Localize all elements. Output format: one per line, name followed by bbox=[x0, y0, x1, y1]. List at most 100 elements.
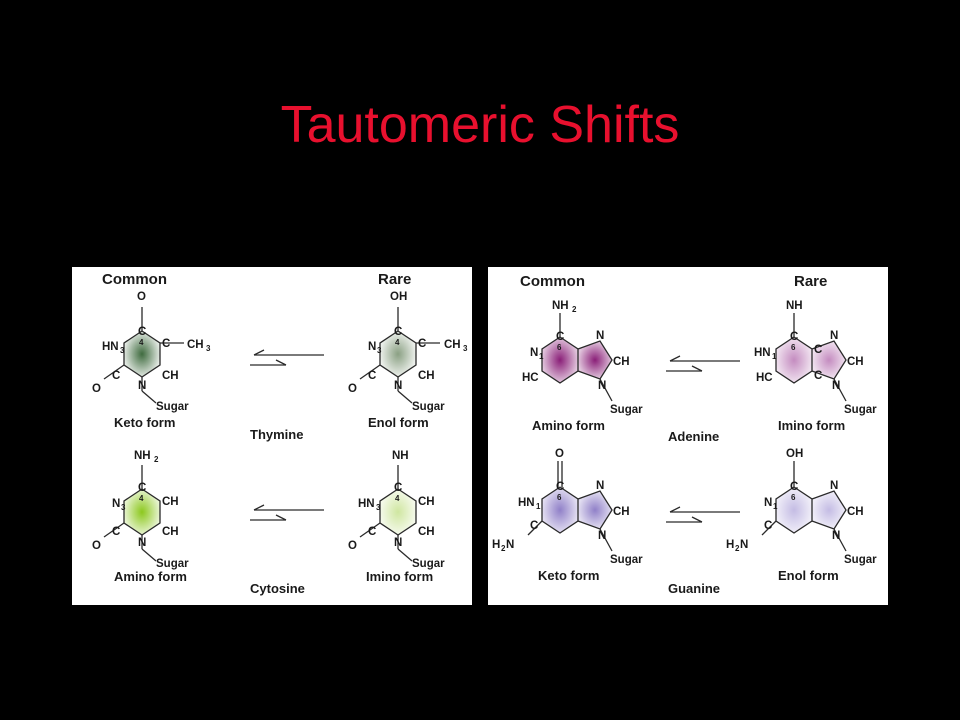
thymine-enol-ring bbox=[380, 331, 416, 377]
atom-ch: CH bbox=[162, 526, 179, 538]
pyrimidine-common-header: Common bbox=[102, 271, 167, 288]
adenine-amino-ring5 bbox=[578, 341, 612, 379]
atom-ch: CH bbox=[847, 506, 864, 518]
atom-ch: CH bbox=[162, 496, 179, 508]
thymine-keto-structure: O C 4 C CH 3 HN 3 CH C O N Sugar bbox=[92, 291, 211, 413]
atom-n: N bbox=[832, 380, 840, 392]
atom-n: N bbox=[368, 341, 376, 353]
atom-c: C bbox=[162, 338, 170, 350]
atom-sub-1: 1 bbox=[539, 352, 544, 361]
atom-oh: OH bbox=[786, 448, 803, 460]
atom-n: N bbox=[830, 480, 838, 492]
atom-ch: CH bbox=[418, 526, 435, 538]
sugar-label: Sugar bbox=[844, 404, 877, 416]
purine-diagram: Common Rare NH 2 C 6 N 1 HC N CH N Sugar… bbox=[492, 273, 877, 596]
guanine-keto-ring6 bbox=[542, 487, 578, 533]
atom-h2n: H bbox=[726, 539, 734, 551]
atom-c: C bbox=[368, 370, 376, 382]
atom-c: C bbox=[112, 526, 120, 538]
pyrimidine-panel: Common Rare O C 4 C CH 3 HN 3 CH C O N S… bbox=[72, 267, 472, 605]
guanine-rare-form: Enol form bbox=[778, 568, 839, 583]
atom-sub-3: 3 bbox=[463, 344, 468, 353]
sugar-label: Sugar bbox=[412, 558, 445, 570]
cytosine-common-form: Amino form bbox=[114, 569, 187, 584]
thymine-keto-ring bbox=[124, 331, 160, 377]
atom-sub-1: 1 bbox=[773, 502, 778, 511]
atom-n: N bbox=[138, 380, 146, 392]
thymine-rare-form: Enol form bbox=[368, 415, 429, 430]
atom-sub-3: 3 bbox=[206, 344, 211, 353]
atom-sub-2: 2 bbox=[735, 544, 740, 553]
atom-c: C bbox=[394, 326, 402, 338]
sugar-label: Sugar bbox=[412, 401, 445, 413]
atom-sub-6: 6 bbox=[791, 343, 796, 352]
atom-c: C bbox=[394, 482, 402, 494]
atom-n: N bbox=[830, 330, 838, 342]
cytosine-name: Cytosine bbox=[250, 581, 305, 596]
atom-n: N bbox=[598, 530, 606, 542]
atom-sub-2: 2 bbox=[154, 455, 159, 464]
atom-ch: CH bbox=[162, 370, 179, 382]
thymine-equilibrium-arrows bbox=[250, 349, 324, 366]
atom-c: C bbox=[556, 331, 564, 343]
adenine-imino-structure: NH C 6 HN 1 HC C C N CH N Sugar bbox=[754, 300, 877, 416]
atom-sub-1: 1 bbox=[772, 352, 777, 361]
slide-title: Tautomeric Shifts bbox=[280, 96, 680, 154]
guanine-common-form: Keto form bbox=[538, 568, 599, 583]
atom-sub-6: 6 bbox=[557, 343, 562, 352]
atom-c: C bbox=[556, 481, 564, 493]
sugar-label: Sugar bbox=[610, 404, 643, 416]
atom-h2n: H bbox=[492, 539, 500, 551]
adenine-amino-ring6 bbox=[542, 337, 578, 383]
atom-n: N bbox=[740, 539, 748, 551]
cytosine-equilibrium-arrows bbox=[250, 504, 324, 521]
atom-o: O bbox=[555, 448, 564, 460]
atom-o: O bbox=[137, 291, 146, 303]
atom-n: N bbox=[394, 380, 402, 392]
guanine-enol-ring5 bbox=[812, 491, 846, 529]
atom-c: C bbox=[418, 338, 426, 350]
atom-hn: HN bbox=[518, 497, 535, 509]
pyrimidine-rare-header: Rare bbox=[378, 271, 411, 288]
adenine-rare-form: Imino form bbox=[778, 418, 845, 433]
atom-c: C bbox=[530, 520, 538, 532]
atom-n: N bbox=[596, 330, 604, 342]
atom-c: C bbox=[790, 481, 798, 493]
atom-ch: CH bbox=[613, 356, 630, 368]
atom-n: N bbox=[394, 537, 402, 549]
thymine-enol-structure: OH C 4 C CH 3 N 3 CH C O N Sugar bbox=[348, 291, 468, 413]
atom-c: C bbox=[814, 344, 822, 356]
atom-ch: CH bbox=[847, 356, 864, 368]
adenine-common-form: Amino form bbox=[532, 418, 605, 433]
atom-n: N bbox=[506, 539, 514, 551]
atom-c: C bbox=[790, 331, 798, 343]
guanine-name: Guanine bbox=[668, 581, 720, 596]
guanine-enol-ring6 bbox=[776, 487, 812, 533]
adenine-imino-ring5 bbox=[812, 341, 846, 379]
atom-sub-2: 2 bbox=[572, 305, 577, 314]
guanine-keto-ring5 bbox=[578, 491, 612, 529]
atom-hc: HC bbox=[522, 372, 539, 384]
purine-panel: Common Rare NH 2 C 6 N 1 HC N CH N Sugar… bbox=[488, 267, 888, 605]
atom-sub-1: 1 bbox=[536, 502, 541, 511]
atom-sub-4: 4 bbox=[395, 338, 400, 347]
guanine-enol-structure: OH C 6 N 1 C H 2 N N CH N Sugar bbox=[726, 448, 877, 566]
atom-ch: CH bbox=[613, 506, 630, 518]
atom-nh2: NH bbox=[134, 450, 151, 462]
atom-sub-3: 3 bbox=[376, 503, 381, 512]
atom-hn: HN bbox=[754, 347, 771, 359]
sugar-label: Sugar bbox=[156, 401, 189, 413]
guanine-keto-structure: O C 6 HN 1 C H 2 N N CH N Sugar bbox=[492, 448, 643, 566]
atom-sub-6: 6 bbox=[791, 493, 796, 502]
atom-n: N bbox=[596, 480, 604, 492]
cytosine-amino-structure: NH 2 C 4 CH N 3 CH C O N Sugar bbox=[92, 450, 189, 570]
atom-o: O bbox=[92, 540, 101, 552]
adenine-imino-ring6 bbox=[776, 337, 812, 383]
atom-ch3: CH bbox=[444, 339, 461, 351]
atom-nh: NH bbox=[786, 300, 803, 312]
atom-nh: NH bbox=[392, 450, 409, 462]
atom-c: C bbox=[138, 482, 146, 494]
thymine-name: Thymine bbox=[250, 427, 303, 442]
atom-n: N bbox=[598, 380, 606, 392]
atom-sub-4: 4 bbox=[139, 494, 144, 503]
